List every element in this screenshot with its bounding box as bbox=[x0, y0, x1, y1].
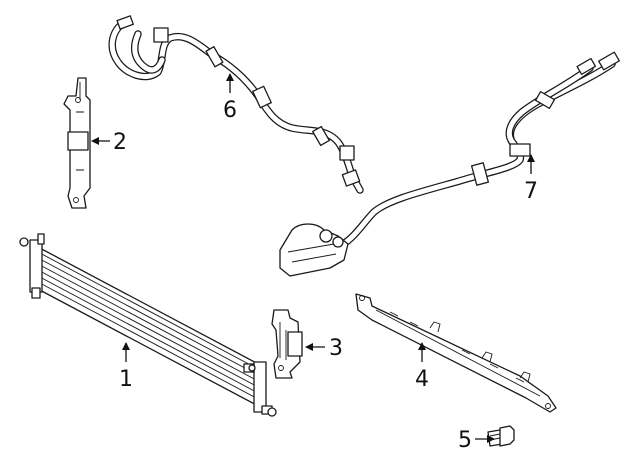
outlet-tube bbox=[279, 51, 620, 277]
callout-3: 3 bbox=[329, 336, 343, 361]
side-bracket bbox=[271, 309, 303, 379]
inlet-hose bbox=[108, 15, 364, 194]
callout-5: 5 bbox=[458, 428, 472, 453]
callout-labels: 1 2 3 4 5 6 7 bbox=[113, 98, 538, 453]
callout-2: 2 bbox=[113, 130, 127, 155]
callout-1: 1 bbox=[119, 367, 133, 392]
callout-leaders bbox=[91, 73, 535, 443]
cooler-core bbox=[19, 233, 277, 417]
callout-6: 6 bbox=[223, 98, 237, 123]
bolt bbox=[487, 425, 515, 447]
upper-bracket bbox=[63, 77, 91, 209]
lower-support-rail bbox=[355, 293, 557, 413]
callout-7: 7 bbox=[524, 179, 538, 204]
callout-4: 4 bbox=[415, 367, 429, 392]
